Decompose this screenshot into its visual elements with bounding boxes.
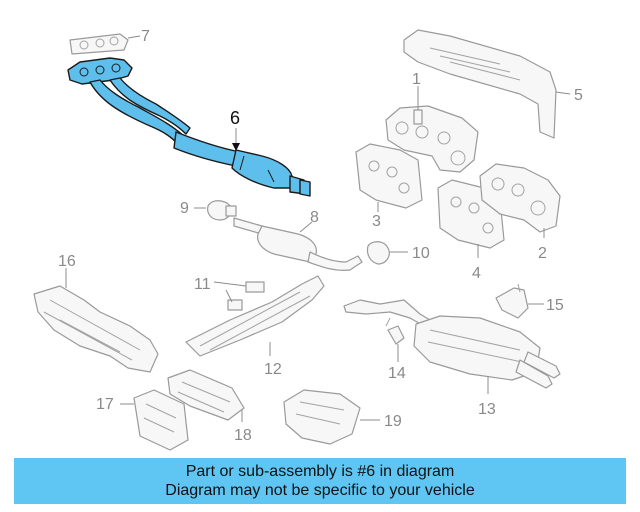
callout-10: 10 <box>412 245 430 262</box>
part-10-clamp: 10 <box>366 241 430 265</box>
part-19-shield: 19 <box>283 389 402 445</box>
callout-18: 18 <box>234 427 252 444</box>
callout-8: 8 <box>310 209 319 226</box>
part-18-bracket: 18 <box>167 369 252 444</box>
part-3-gasket: 3 <box>355 143 423 230</box>
part-2-manifold: 2 <box>479 163 561 262</box>
part-15-bracket: 15 <box>495 283 564 319</box>
part-14-hanger: 14 <box>385 317 406 382</box>
callout-11: 11 <box>194 276 211 293</box>
part-9-clamp: 9 <box>180 200 237 221</box>
banner-line-2: Diagram may not be specific to your vehi… <box>165 482 475 499</box>
parts-diagram: 7 6 5 1 <box>33 28 583 451</box>
callout-15: 15 <box>546 297 564 314</box>
callout-14: 14 <box>388 365 406 382</box>
callout-3: 3 <box>372 213 381 230</box>
info-banner: Part or sub-assembly is #6 in diagram Di… <box>14 458 626 504</box>
callout-9: 9 <box>180 200 189 217</box>
banner-line-1: Part or sub-assembly is #6 in diagram <box>185 463 455 480</box>
callout-5: 5 <box>574 87 583 104</box>
part-1-manifold: 1 <box>385 71 479 173</box>
part-11-hangers: 11 <box>194 276 265 311</box>
callout-19: 19 <box>384 413 402 430</box>
part-6-exhaust-pipe[interactable]: 6 <box>67 57 311 197</box>
callout-7: 7 <box>141 28 150 45</box>
part-12-heat-shield: 12 <box>185 275 325 378</box>
callout-1: 1 <box>412 71 421 88</box>
callout-17: 17 <box>96 396 114 413</box>
part-7-gasket: 7 <box>69 28 150 55</box>
part-5-heat-shield: 5 <box>403 29 583 139</box>
callout-13: 13 <box>478 401 496 418</box>
part-16-heat-shield: 16 <box>33 253 159 373</box>
callout-2: 2 <box>538 245 547 262</box>
callout-4: 4 <box>472 265 481 282</box>
part-17-bracket: 17 <box>96 389 189 451</box>
callout-16: 16 <box>58 253 76 270</box>
callout-12: 12 <box>264 361 282 378</box>
part-8-pipe: 8 <box>233 209 363 271</box>
part-13-muffler: 13 <box>343 299 561 418</box>
callout-6: 6 <box>230 108 240 128</box>
